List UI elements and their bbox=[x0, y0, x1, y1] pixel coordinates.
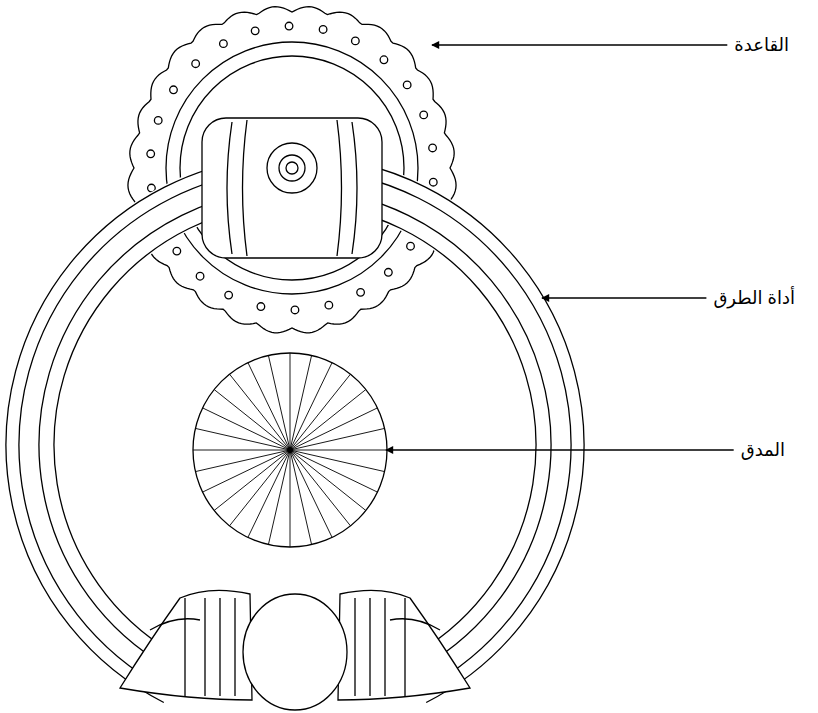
striker-spoke bbox=[290, 450, 291, 547]
leader-lines bbox=[386, 45, 734, 450]
striker-disc bbox=[193, 353, 387, 547]
grip-groove bbox=[354, 598, 355, 696]
grip-groove bbox=[234, 598, 235, 696]
striker-spoke bbox=[290, 450, 377, 492]
striker-spoke bbox=[195, 450, 290, 472]
base-scalloped-edge bbox=[128, 7, 456, 333]
grip-knob bbox=[243, 594, 347, 710]
leader-arrow bbox=[542, 297, 706, 298]
hinge-block bbox=[202, 118, 382, 258]
base-dot bbox=[170, 86, 178, 94]
ring-outline bbox=[54, 204, 536, 652]
base-ring-line bbox=[166, 42, 418, 294]
base-dot bbox=[257, 303, 265, 311]
striker-spoke bbox=[203, 408, 290, 450]
base-dot bbox=[357, 289, 365, 297]
base-dot bbox=[429, 144, 437, 152]
striker-spoke bbox=[290, 363, 332, 450]
base-dot bbox=[154, 117, 162, 125]
grip-groove bbox=[204, 598, 205, 696]
hinge-pin bbox=[286, 162, 298, 174]
base-dot bbox=[220, 40, 228, 48]
base-dot bbox=[173, 247, 181, 255]
striker-spoke bbox=[268, 355, 290, 450]
base-dot bbox=[147, 150, 155, 158]
hinge-pin bbox=[279, 155, 305, 181]
striker-center bbox=[287, 447, 293, 453]
grip-right-flare bbox=[390, 619, 440, 630]
base-dot bbox=[291, 306, 299, 314]
striker-spoke bbox=[290, 428, 385, 450]
striker-spoke bbox=[290, 450, 332, 537]
base-dot bbox=[407, 242, 415, 250]
knocker-base bbox=[128, 7, 456, 333]
grip-left-flare bbox=[150, 619, 200, 630]
hinge-pin bbox=[267, 143, 317, 193]
grip-groove bbox=[384, 598, 385, 696]
striker-outline bbox=[193, 353, 387, 547]
base-dot bbox=[251, 27, 259, 35]
hinge-band bbox=[243, 120, 248, 256]
striker-spoke bbox=[290, 450, 387, 451]
grip-groove bbox=[219, 598, 220, 696]
grip-right bbox=[338, 590, 470, 700]
striker-spoke bbox=[203, 450, 290, 492]
striker-spoke bbox=[290, 353, 291, 450]
ring-grip bbox=[120, 590, 470, 710]
part-label: أداة الطرق bbox=[712, 287, 796, 309]
striker-spoke bbox=[290, 408, 377, 450]
grip-groove bbox=[369, 598, 370, 696]
leader-arrow bbox=[386, 449, 734, 450]
base-dot bbox=[385, 269, 393, 277]
hinge-band bbox=[227, 122, 232, 254]
leader-arrow bbox=[432, 44, 727, 45]
hinge-band bbox=[337, 120, 342, 256]
base-dot bbox=[420, 111, 428, 119]
base-dot bbox=[285, 22, 293, 30]
base-dot bbox=[325, 301, 333, 309]
base-dot bbox=[380, 56, 388, 64]
striker-spoke bbox=[193, 450, 290, 451]
base-dot bbox=[192, 60, 200, 68]
striker-spoke bbox=[248, 363, 290, 450]
base-dot bbox=[319, 26, 327, 34]
hinge-body bbox=[202, 118, 382, 258]
base-dot bbox=[225, 291, 233, 299]
grip-groove bbox=[404, 598, 405, 696]
striker-spoke bbox=[290, 450, 312, 545]
part-label: القاعدة bbox=[733, 34, 790, 56]
part-label: المدق bbox=[740, 439, 786, 461]
hinge-band bbox=[352, 122, 357, 254]
base-ring-line bbox=[180, 56, 404, 280]
striker-spoke bbox=[248, 450, 290, 537]
base-dot bbox=[429, 178, 437, 186]
base-dot bbox=[403, 81, 411, 89]
base-dot bbox=[196, 272, 204, 280]
base-dot bbox=[352, 37, 360, 45]
grip-left bbox=[120, 590, 252, 700]
grip-groove bbox=[184, 598, 185, 696]
